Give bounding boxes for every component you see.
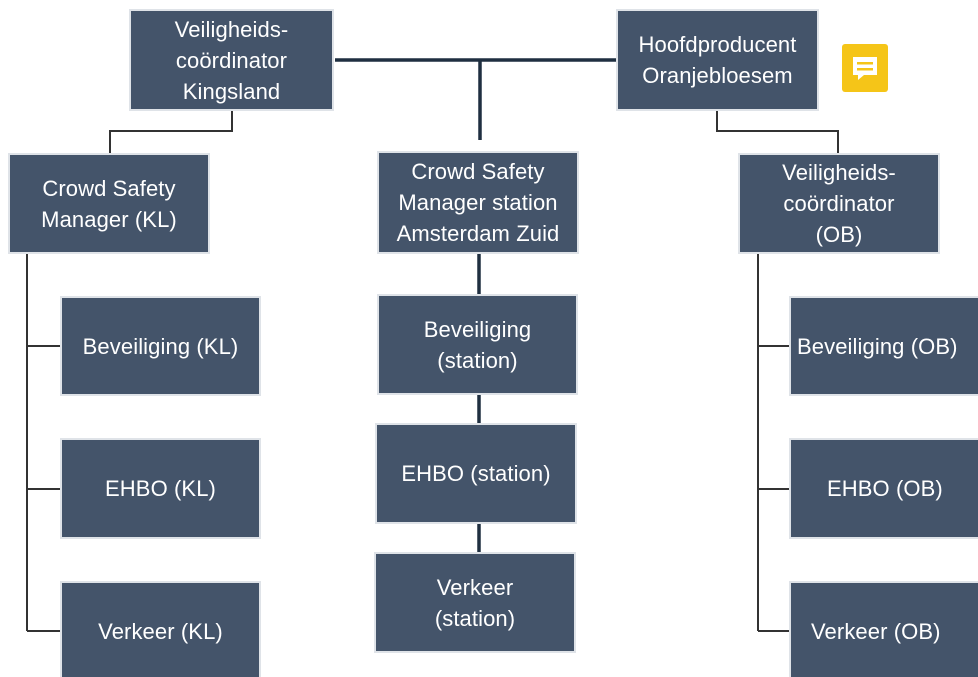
node-verkeer-ob: Verkeer (OB) (789, 581, 978, 677)
node-veiligheidscoordinator-kingsland: Veiligheids- coördinator Kingsland (129, 9, 334, 111)
node-beveiliging-ob: Beveiliging (OB) (789, 296, 978, 396)
connector-ob-elbow (716, 110, 839, 154)
node-ehbo-ob: EHBO (OB) (789, 438, 978, 539)
speech-bubble-icon (853, 57, 877, 80)
node-verkeer-station: Verkeer (station) (374, 552, 576, 653)
node-veiligheidscoordinator-ob: Veiligheids- coördinator (OB) (738, 153, 940, 254)
node-hoofdproducent-oranjebloesem: Hoofdproducent Oranjebloesem (616, 9, 819, 111)
node-crowd-safety-manager-station: Crowd Safety Manager station Amsterdam Z… (377, 151, 579, 254)
node-ehbo-station: EHBO (station) (375, 423, 577, 524)
node-beveiliging-kl: Beveiliging (KL) (60, 296, 261, 396)
node-ehbo-kl: EHBO (KL) (60, 438, 261, 539)
comment-icon[interactable] (842, 44, 888, 92)
node-beveiliging-station: Beveiliging (station) (377, 294, 578, 395)
node-verkeer-kl: Verkeer (KL) (60, 581, 261, 677)
connector-kl-elbow (109, 110, 233, 154)
node-crowd-safety-manager-kl: Crowd Safety Manager (KL) (8, 153, 210, 254)
